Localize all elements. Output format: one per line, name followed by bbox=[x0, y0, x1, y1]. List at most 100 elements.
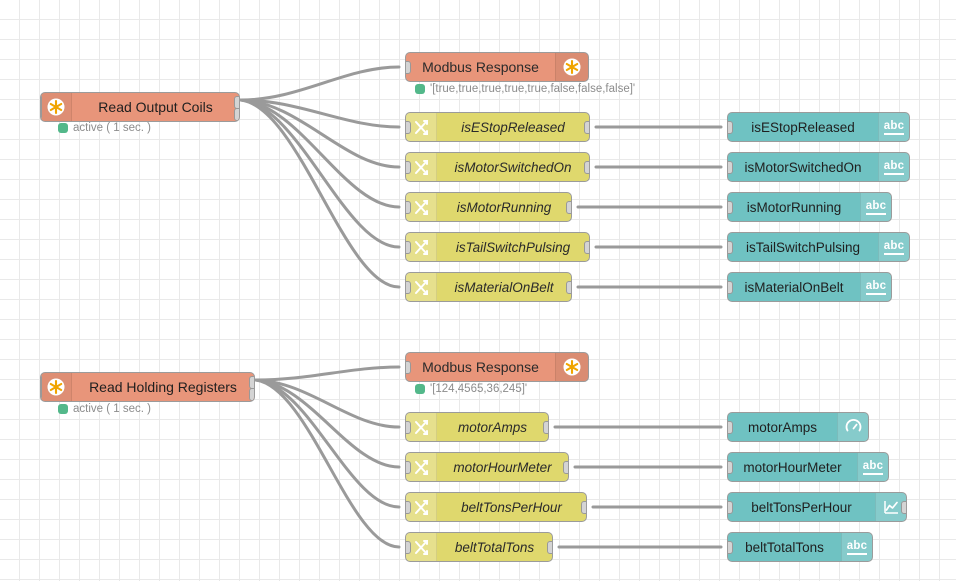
node-label: motorAmps bbox=[437, 413, 548, 441]
node-read-output-coils[interactable]: Read Output Coils bbox=[40, 92, 240, 122]
input-port[interactable] bbox=[405, 121, 411, 134]
output-port[interactable] bbox=[584, 241, 590, 254]
node-modbus-response-coils[interactable]: Modbus Response bbox=[405, 52, 589, 82]
node-function-istailswitchpulsing[interactable]: isTailSwitchPulsing bbox=[405, 232, 590, 262]
input-port[interactable] bbox=[405, 281, 411, 294]
status-modbus-response-coils: '[true,true,true,true,true,false,false,f… bbox=[415, 83, 635, 95]
node-label: isEStopReleased bbox=[728, 113, 878, 141]
node-ui-motorhourmeter[interactable]: motorHourMeter abc bbox=[727, 452, 889, 482]
node-label: Read Holding Registers bbox=[72, 373, 254, 401]
node-ui-ismotorswitchedon[interactable]: isMotorSwitchedOn abc bbox=[727, 152, 910, 182]
modbus-asterisk-icon bbox=[555, 53, 588, 81]
node-function-ismotorrunning[interactable]: isMotorRunning bbox=[405, 192, 572, 222]
status-text: '[124,4565,36,245]' bbox=[430, 383, 527, 395]
status-dot bbox=[415, 384, 425, 394]
output-port[interactable] bbox=[901, 501, 907, 514]
node-label: beltTonsPerHour bbox=[728, 493, 875, 521]
output-port[interactable] bbox=[547, 541, 553, 554]
input-port[interactable] bbox=[727, 201, 733, 214]
output-port[interactable] bbox=[566, 281, 572, 294]
node-ui-ismotorrunning[interactable]: isMotorRunning abc bbox=[727, 192, 892, 222]
input-port[interactable] bbox=[405, 161, 411, 174]
node-modbus-response-registers[interactable]: Modbus Response bbox=[405, 352, 589, 382]
node-ui-motoramps[interactable]: motorAmps bbox=[727, 412, 869, 442]
input-port[interactable] bbox=[727, 421, 733, 434]
node-label: isTailSwitchPulsing bbox=[437, 233, 589, 261]
output-port[interactable] bbox=[543, 421, 549, 434]
status-text: active ( 1 sec. ) bbox=[73, 122, 151, 134]
input-port[interactable] bbox=[405, 361, 411, 374]
abc-text-icon: abc bbox=[878, 233, 909, 261]
input-port[interactable] bbox=[405, 541, 411, 554]
node-function-motorhourmeter[interactable]: motorHourMeter bbox=[405, 452, 569, 482]
node-label: Modbus Response bbox=[406, 53, 555, 81]
input-port[interactable] bbox=[405, 201, 411, 214]
node-function-isestopreleased[interactable]: isEStopReleased bbox=[405, 112, 590, 142]
output-port[interactable] bbox=[584, 161, 590, 174]
abc-text-icon: abc bbox=[878, 113, 909, 141]
input-port[interactable] bbox=[727, 501, 733, 514]
abc-text-icon: abc bbox=[857, 453, 888, 481]
node-label: isMotorRunning bbox=[437, 193, 571, 221]
status-dot bbox=[58, 404, 68, 414]
output-port[interactable] bbox=[584, 121, 590, 134]
status-text: '[true,true,true,true,true,false,false,f… bbox=[430, 83, 635, 95]
abc-text-icon: abc bbox=[841, 533, 872, 561]
gauge-icon bbox=[837, 413, 868, 441]
node-label: isMotorSwitchedOn bbox=[728, 153, 878, 181]
status-text: active ( 1 sec. ) bbox=[73, 403, 151, 415]
input-port[interactable] bbox=[727, 161, 733, 174]
output-port[interactable] bbox=[581, 501, 587, 514]
input-port[interactable] bbox=[727, 121, 733, 134]
node-label: beltTotalTons bbox=[437, 533, 552, 561]
status-read-output-coils: active ( 1 sec. ) bbox=[58, 122, 151, 134]
node-label: isMotorSwitchedOn bbox=[437, 153, 589, 181]
node-label: motorHourMeter bbox=[437, 453, 568, 481]
node-label: isTailSwitchPulsing bbox=[728, 233, 878, 261]
modbus-asterisk-icon bbox=[555, 353, 588, 381]
node-ui-isestopreleased[interactable]: isEStopReleased abc bbox=[727, 112, 910, 142]
input-port[interactable] bbox=[405, 501, 411, 514]
inject-button[interactable] bbox=[40, 374, 42, 400]
status-dot bbox=[415, 84, 425, 94]
node-ui-istailswitchpulsing[interactable]: isTailSwitchPulsing abc bbox=[727, 232, 910, 262]
status-read-holding-registers: active ( 1 sec. ) bbox=[58, 403, 151, 415]
node-read-holding-registers[interactable]: Read Holding Registers bbox=[40, 372, 255, 402]
input-port[interactable] bbox=[727, 461, 733, 474]
abc-text-icon: abc bbox=[860, 273, 891, 301]
output-port-2[interactable] bbox=[249, 388, 255, 401]
node-label: motorAmps bbox=[728, 413, 837, 441]
node-function-ismaterialonbelt[interactable]: isMaterialOnBelt bbox=[405, 272, 572, 302]
node-function-motoramps[interactable]: motorAmps bbox=[405, 412, 549, 442]
input-port[interactable] bbox=[405, 241, 411, 254]
abc-text-icon: abc bbox=[878, 153, 909, 181]
node-label: beltTotalTons bbox=[728, 533, 841, 561]
node-label: isMotorRunning bbox=[728, 193, 860, 221]
input-port[interactable] bbox=[727, 241, 733, 254]
output-port[interactable] bbox=[563, 461, 569, 474]
input-port[interactable] bbox=[405, 61, 411, 74]
node-label: beltTonsPerHour bbox=[437, 493, 586, 521]
input-port[interactable] bbox=[405, 421, 411, 434]
modbus-asterisk-icon bbox=[41, 373, 72, 401]
input-port[interactable] bbox=[727, 541, 733, 554]
node-ui-belttonsperhour[interactable]: beltTonsPerHour bbox=[727, 492, 907, 522]
node-function-ismotorswitchedon[interactable]: isMotorSwitchedOn bbox=[405, 152, 590, 182]
output-port[interactable] bbox=[566, 201, 572, 214]
node-ui-belttotaltons[interactable]: beltTotalTons abc bbox=[727, 532, 873, 562]
output-port-2[interactable] bbox=[234, 108, 240, 121]
node-label: motorHourMeter bbox=[728, 453, 857, 481]
node-label: Read Output Coils bbox=[72, 93, 239, 121]
status-dot bbox=[58, 123, 68, 133]
node-function-belttonsperhour[interactable]: beltTonsPerHour bbox=[405, 492, 587, 522]
node-label: Modbus Response bbox=[406, 353, 555, 381]
node-label: isMaterialOnBelt bbox=[728, 273, 860, 301]
inject-button[interactable] bbox=[40, 94, 42, 120]
input-port[interactable] bbox=[405, 461, 411, 474]
input-port[interactable] bbox=[727, 281, 733, 294]
node-label: isEStopReleased bbox=[437, 113, 589, 141]
node-function-belttotaltons[interactable]: beltTotalTons bbox=[405, 532, 553, 562]
node-ui-ismaterialonbelt[interactable]: isMaterialOnBelt abc bbox=[727, 272, 892, 302]
abc-text-icon: abc bbox=[860, 193, 891, 221]
